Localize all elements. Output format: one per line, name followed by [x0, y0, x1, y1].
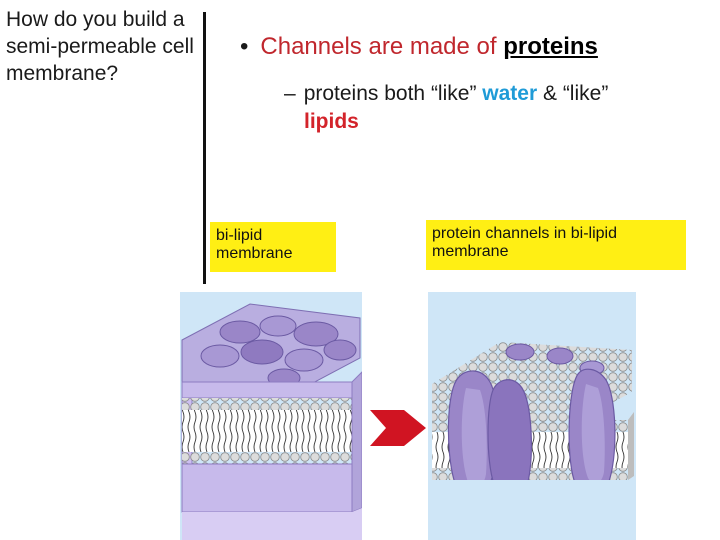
- label-protein-channels: protein channels in bi-lipid membrane: [426, 220, 686, 270]
- right-arrow-icon: [368, 404, 428, 452]
- vertical-divider: [203, 12, 206, 284]
- keyword-proteins: proteins: [503, 33, 598, 60]
- label-bilipid-membrane: bi-lipid membrane: [210, 222, 336, 272]
- sub-bullet-text-2: & “like”: [537, 82, 609, 105]
- protein-channels-figure: [428, 292, 636, 540]
- keyword-water: water: [482, 82, 538, 105]
- sub-bullet-text-1: proteins both “like”: [303, 82, 483, 105]
- sub-bullet: –proteins both “like” water & “like” lip…: [284, 80, 704, 136]
- sub-bullet-marker: –: [284, 82, 296, 105]
- bullet-marker: •: [240, 33, 249, 60]
- side-question: How do you build a semi-permeable cell m…: [6, 8, 194, 85]
- main-bullet-text: Channels are made of: [260, 33, 504, 60]
- main-bullet: • Channels are made of proteins: [240, 32, 710, 62]
- keyword-lipids: lipids: [304, 110, 359, 133]
- bilipid-membrane-figure: [180, 292, 362, 540]
